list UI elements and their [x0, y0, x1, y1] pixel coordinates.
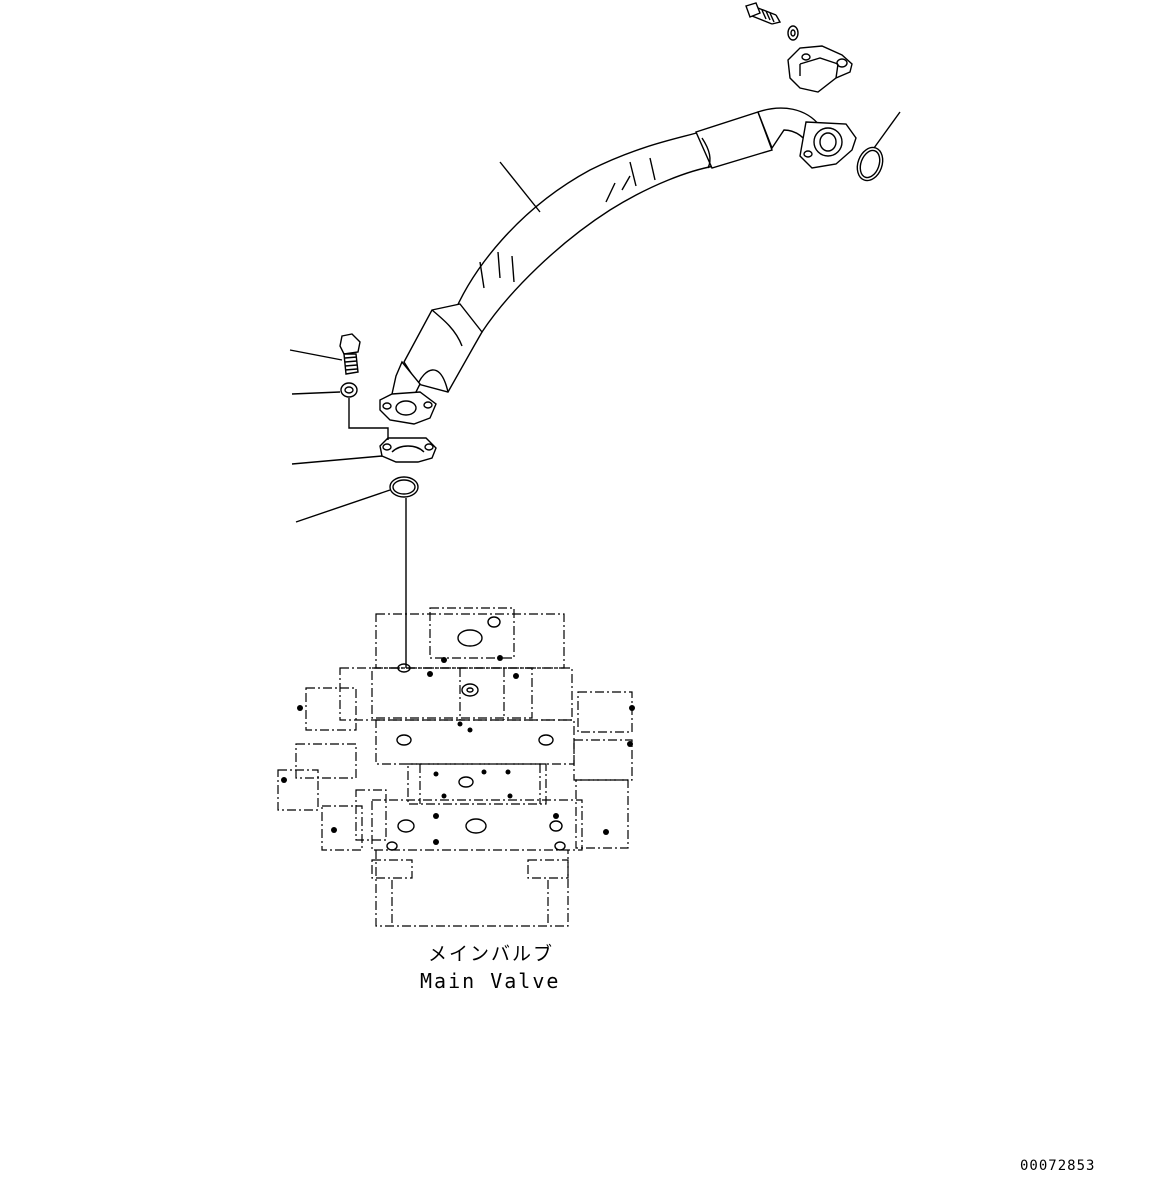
- main-valve-label-jp: メインバルブ: [428, 942, 554, 965]
- top-washer: [787, 25, 799, 41]
- lower-split-flange: [379, 437, 437, 463]
- hose-assembly: [391, 107, 857, 403]
- main-valve-ports: [281, 616, 635, 851]
- lower-bolt: [339, 333, 361, 375]
- bolt-assembly-bracket: [348, 398, 389, 440]
- main-valve-label-en: Main Valve: [420, 969, 560, 993]
- main-valve-outline: [277, 607, 633, 927]
- lower-hose-flange: [379, 391, 437, 425]
- top-bolt: [745, 2, 782, 25]
- top-o-ring: [856, 146, 884, 182]
- drawing-number: 00072853: [1020, 1158, 1095, 1174]
- lower-o-ring: [389, 476, 419, 498]
- leader-lines: [289, 111, 901, 523]
- top-split-flange: [787, 45, 853, 93]
- lower-washer: [340, 382, 358, 398]
